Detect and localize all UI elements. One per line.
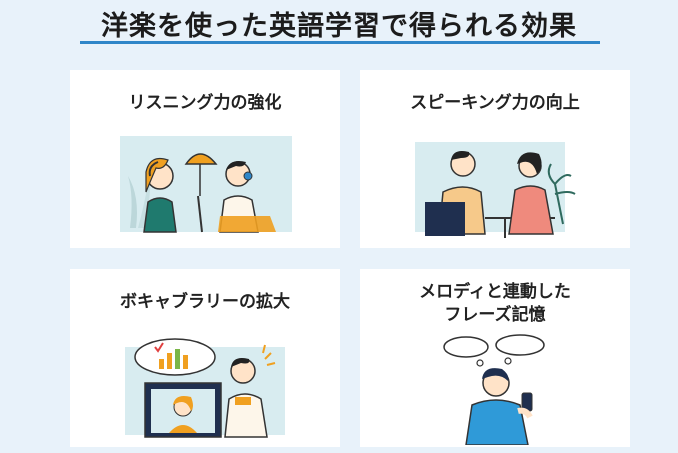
page-title: 洋楽を使った英語学習で得られる効果 xyxy=(101,11,577,42)
phrase-memory-illustration xyxy=(443,334,545,445)
card-label-line: スピーキング力の向上 xyxy=(410,93,580,113)
card-label: メロディと連動した フレーズ記憶 xyxy=(360,281,630,327)
speaking-illustration xyxy=(415,142,576,238)
card-speaking: スピーキング力の向上 xyxy=(360,70,630,248)
card-listening: リスニング力の強化 xyxy=(70,70,340,248)
card-label: ボキャブラリーの拡大 xyxy=(70,291,340,314)
card-label-line: フレーズ記憶 xyxy=(444,305,546,325)
card-label-line: メロディと連動した xyxy=(419,282,571,302)
listening-illustration xyxy=(120,136,292,233)
card-label-line: ボキャブラリーの拡大 xyxy=(120,292,290,312)
title-underline xyxy=(80,41,600,44)
vocabulary-illustration xyxy=(125,338,285,438)
card-phrase-memory: メロディと連動した フレーズ記憶 xyxy=(360,269,630,447)
card-label-line: リスニング力の強化 xyxy=(128,93,282,113)
card-vocabulary: ボキャブラリーの拡大 xyxy=(70,269,340,447)
card-label: スピーキング力の向上 xyxy=(360,92,630,115)
card-label: リスニング力の強化 xyxy=(70,92,340,115)
